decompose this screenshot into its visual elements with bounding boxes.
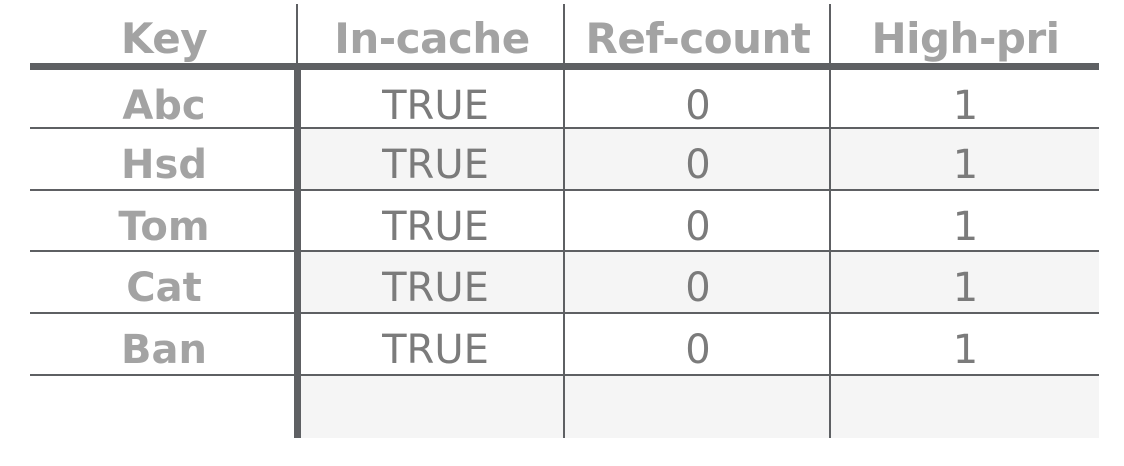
cell-high-pri: 1 [952,142,979,188]
column-divider-key [294,63,301,438]
column-divider-ref-count [829,4,831,438]
table-row: Ban TRUE 0 1 [30,314,1099,374]
cell-key: Hsd [121,142,207,188]
cell-high-pri [832,376,1099,436]
cell-in-cache: TRUE [382,142,489,188]
cell-in-cache: TRUE [382,204,489,250]
row-shading [301,252,1099,312]
cell-key: Ban [121,327,207,373]
table-row: Abc TRUE 0 1 [30,70,1099,130]
cell-key [30,376,298,436]
cell-high-pri: 1 [952,204,979,250]
cell-key: Cat [126,265,202,311]
table-row: Cat TRUE 0 1 [30,252,1099,312]
cell-ref-count [566,376,830,436]
cell-ref-count: 0 [685,83,711,129]
cell-high-pri: 1 [952,327,979,373]
cell-ref-count: 0 [685,265,711,311]
table-header: Key In-cache Ref-count High-pri [30,4,1099,64]
cell-ref-count: 0 [685,204,711,250]
column-header-ref-count: Ref-count [585,14,811,63]
column-divider-in-cache [563,4,565,438]
cell-high-pri: 1 [952,83,979,129]
cache-table: Key In-cache Ref-count High-pri Abc TRUE… [30,4,1099,438]
table-row: Tom TRUE 0 1 [30,191,1099,251]
cell-key: Tom [118,204,210,250]
column-header-in-cache: In-cache [334,14,530,63]
cell-key: Abc [122,83,206,129]
column-divider-key-top [296,4,298,66]
column-header-key: Key [120,14,208,63]
cell-in-cache: TRUE [382,83,489,129]
cell-in-cache: TRUE [382,327,489,373]
table-row: Hsd TRUE 0 1 [30,129,1099,189]
cell-in-cache: TRUE [382,265,489,311]
cell-ref-count: 0 [685,142,711,188]
row-shading [301,376,1099,438]
row-shading [301,129,1099,189]
table-row-empty [30,376,1099,438]
cell-in-cache [307,376,564,436]
cell-high-pri: 1 [952,265,979,311]
cell-ref-count: 0 [685,327,711,373]
column-header-high-pri: High-pri [871,14,1060,63]
